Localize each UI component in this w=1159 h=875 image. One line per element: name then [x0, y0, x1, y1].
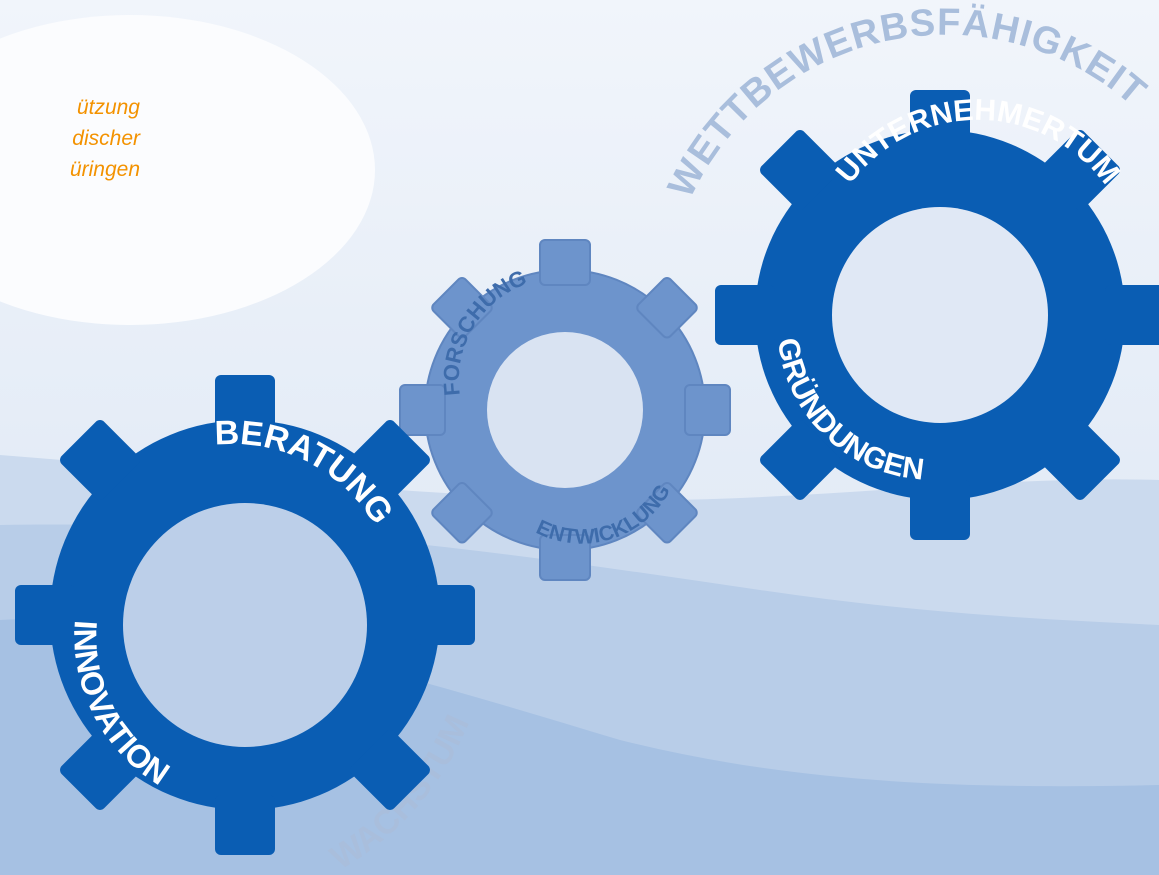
cloud-shape — [0, 15, 375, 325]
gear-right — [715, 90, 1159, 540]
gear-middle — [399, 239, 731, 581]
intro-line-2: discher — [72, 127, 140, 150]
intro-line-1: ützung — [76, 96, 140, 119]
gear-left — [15, 375, 475, 855]
intro-text: ützung discher üringen — [0, 92, 140, 185]
intro-line-3: üringen — [69, 158, 140, 181]
